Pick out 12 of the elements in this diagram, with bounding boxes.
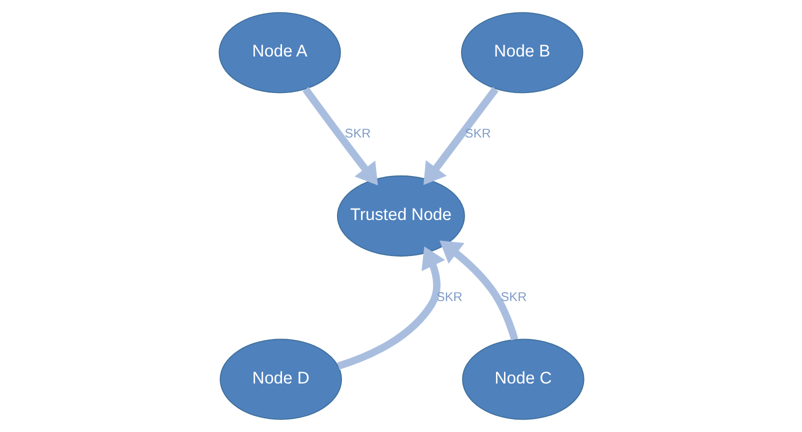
node-ellipse: Node C [462, 338, 584, 420]
edge-label: SKR [344, 126, 370, 141]
edge-label: SKR [464, 126, 490, 141]
node-ellipse: Node D [219, 338, 342, 420]
arrow [302, 87, 378, 186]
node-ellipse: Node A [218, 12, 340, 94]
node-ellipse: Node B [460, 12, 583, 94]
arrow [422, 86, 498, 186]
node-ellipse: Trusted Node [336, 175, 464, 257]
edge-label: SKR [500, 290, 526, 304]
arrow [336, 246, 445, 370]
arrow [439, 240, 518, 341]
